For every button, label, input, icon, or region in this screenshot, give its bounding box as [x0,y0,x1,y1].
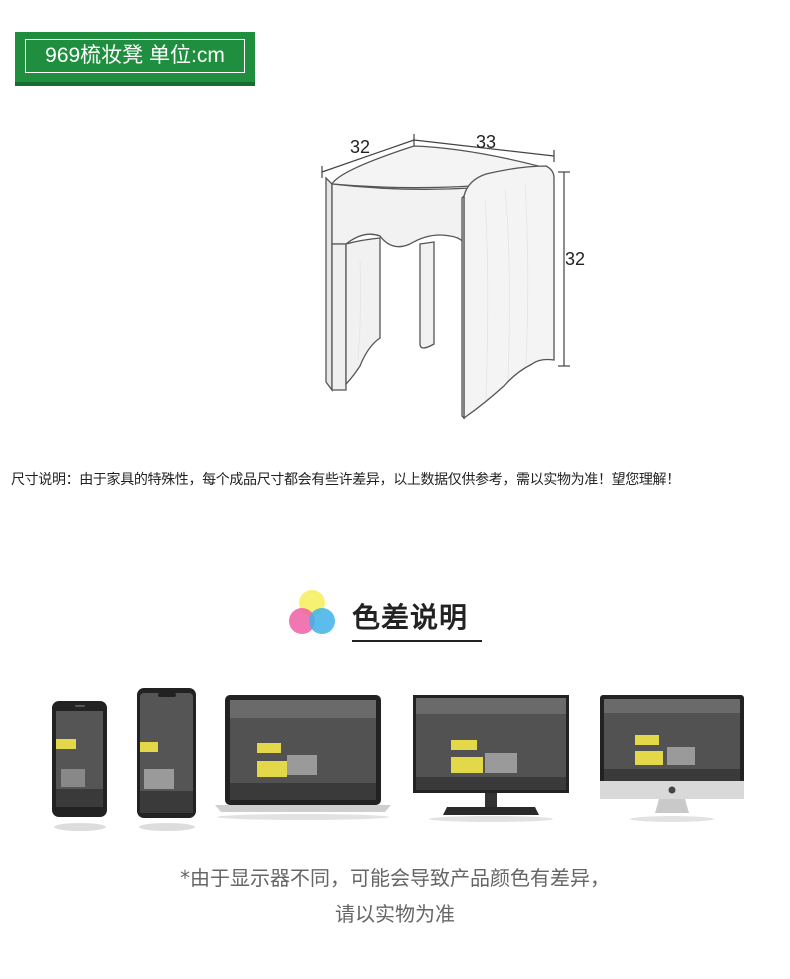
title-banner: 969梳妆凳 单位:cm [15,32,255,86]
imac-icon [600,695,744,822]
banner-box: 969梳妆凳 单位:cm [15,32,255,86]
color-footnote-line1: *由于显示器不同，可能会导致产品颜色有差异， [180,866,610,890]
color-section-header: 色差说明 [284,586,504,642]
section-title: 色差说明 [352,601,469,634]
depth-dimension-line [321,139,415,173]
size-disclaimer: 尺寸说明：由于家具的特殊性，每个成品尺寸都会有些许差异，以上数据仅供参考，需以实… [11,472,680,488]
phone-icon [52,701,107,831]
height-label: 32 [565,249,585,269]
color-footnote-line2: 请以实物为准 [335,902,455,926]
page-title: 969梳妆凳 单位:cm [25,39,245,73]
pink-circle [289,608,315,634]
width-label: 33 [476,132,496,152]
device-comparison-row [45,685,755,835]
color-circles-icon [289,590,335,634]
stool-dimension-drawing: 32 33 32 [321,132,585,420]
phone-icon [137,688,196,831]
section-title-underline [352,640,482,642]
laptop-icon [215,695,391,820]
monitor-icon [413,695,569,822]
blue-circle [309,608,335,634]
depth-label: 32 [350,137,370,157]
width-dimension-line [413,139,555,157]
apple-logo-icon [668,786,676,794]
